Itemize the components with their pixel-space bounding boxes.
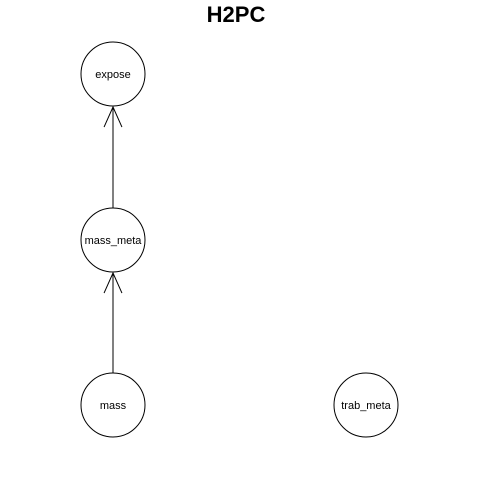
node-mass-circle xyxy=(80,372,146,438)
node-mass-meta-label: mass_meta xyxy=(85,235,143,247)
node-expose-label: expose xyxy=(95,69,130,81)
node-trab-meta: trab_meta xyxy=(333,372,399,438)
edge-mass-to-mass-meta-arrowhead xyxy=(103,271,123,294)
edge-mass-meta-to-expose xyxy=(103,105,123,208)
diagram-title: H2PC xyxy=(207,2,266,27)
edges-layer xyxy=(103,105,123,373)
edge-mass-meta-to-expose-arrowhead xyxy=(103,105,123,128)
node-trab-meta-label: trab_meta xyxy=(341,400,391,412)
node-mass-meta-circle xyxy=(80,207,146,273)
node-trab-meta-circle xyxy=(333,372,399,438)
node-mass-label: mass xyxy=(100,400,127,412)
edge-mass-to-mass-meta xyxy=(103,271,123,373)
node-mass: mass xyxy=(80,372,146,438)
node-mass-meta: mass_meta xyxy=(80,207,146,273)
node-expose-circle xyxy=(80,41,146,107)
node-expose: expose xyxy=(80,41,146,107)
